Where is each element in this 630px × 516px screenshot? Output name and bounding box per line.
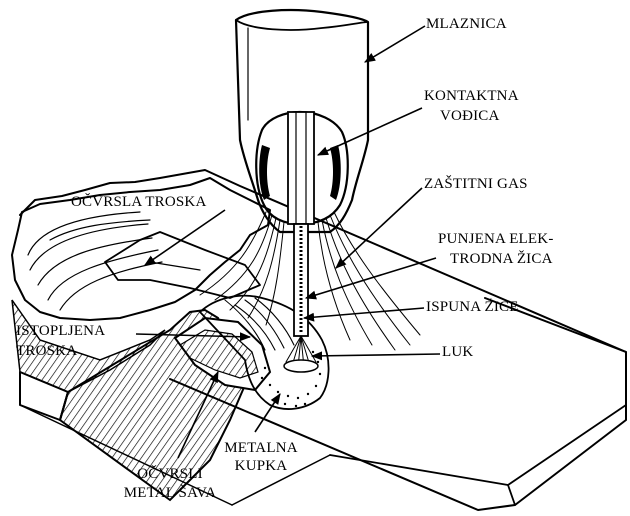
label-istopljena-line1: ISTOPLJENA: [16, 323, 105, 340]
leader-luk: [312, 354, 440, 356]
label-punjena-line2: TRODNA ŽICA: [450, 251, 553, 268]
label-ocvrsli-line1: OČVRSLI: [120, 466, 220, 483]
label-metalna-line2: KUPKA: [222, 458, 300, 475]
leader-zastitni-gas: [336, 188, 422, 268]
arc: [284, 336, 318, 372]
leader-ocvrsla-troska: [145, 210, 225, 265]
label-zastitni-gas: ZAŠTITNI GAS: [424, 176, 528, 193]
leader-mlaznica: [365, 26, 425, 62]
label-ocvrsla-troska: OČVRSLA TROSKA: [71, 194, 206, 211]
leader-kontaktna: [318, 108, 422, 155]
label-metalna-line1: METALNA: [222, 440, 300, 457]
label-kontaktna-line2: VOĐICA: [440, 108, 500, 125]
label-punjena-line1: PUNJENA ELEK-: [438, 231, 554, 248]
leader-metalna: [255, 394, 280, 432]
contact-tube: [288, 112, 314, 224]
leader-ispuna: [304, 308, 424, 318]
label-ocvrsli-line2: METAL ŠAVA: [120, 485, 220, 502]
label-luk: LUK: [442, 344, 473, 361]
label-kontaktna-line1: KONTAKTNA: [424, 88, 519, 105]
label-istopljena-line2: TROSKA: [16, 343, 77, 360]
label-ispuna-zice: ISPUNA ŽICE: [426, 299, 519, 316]
flux-cored-electrode-wire: [294, 224, 308, 336]
label-mlaznica: MLAZNICA: [426, 16, 507, 33]
